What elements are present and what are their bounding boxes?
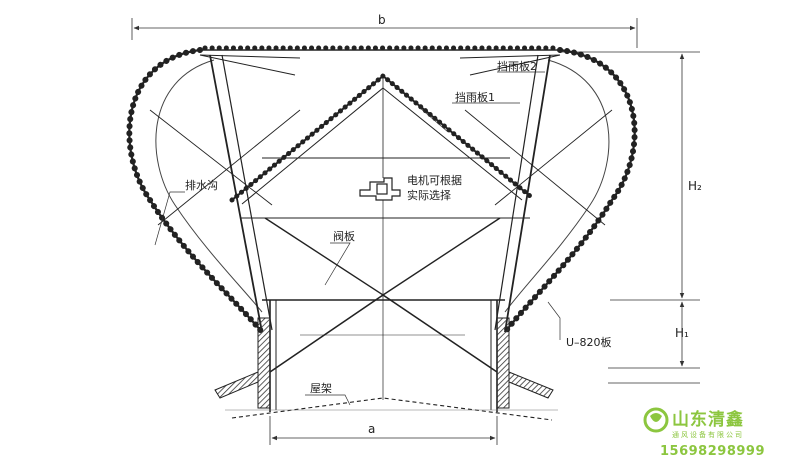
dimension-b: b	[131, 13, 638, 48]
dimension-h: H₂ H₁	[560, 51, 702, 384]
motor-icon	[359, 177, 401, 201]
outer-hood	[126, 45, 638, 335]
dimension-h1-label: H₁	[675, 326, 689, 340]
watermark-logo-icon	[643, 407, 669, 433]
leaders	[154, 71, 561, 406]
watermark: 山东清鑫 通风设备有限公司 15698298999	[643, 407, 765, 459]
throat-base	[214, 299, 558, 421]
dimension-a: a	[269, 416, 498, 445]
label-rain-board-1: 挡雨板1	[455, 90, 495, 104]
valve-plates	[264, 200, 501, 400]
label-motor-line1: 电机可根据	[407, 173, 462, 187]
rain-board-1	[229, 72, 533, 219]
dimension-a-label: a	[368, 422, 375, 436]
label-motor-line2: 实际选择	[407, 188, 451, 202]
watermark-company: 山东清鑫	[672, 409, 744, 430]
label-roof-frame: 屋架	[310, 382, 332, 395]
dimension-h2-label: H₂	[688, 179, 702, 193]
label-drain-channel: 排水沟	[185, 178, 218, 192]
label-rain-board-2: 挡雨板2	[497, 59, 537, 73]
dimension-b-label: b	[378, 13, 386, 27]
watermark-subtitle: 通风设备有限公司	[672, 430, 744, 439]
label-u820-plate: U–820板	[566, 335, 612, 349]
label-valve-plate: 阀板	[333, 229, 355, 243]
frame-ribs	[149, 54, 613, 333]
watermark-phone: 15698298999	[660, 444, 765, 459]
